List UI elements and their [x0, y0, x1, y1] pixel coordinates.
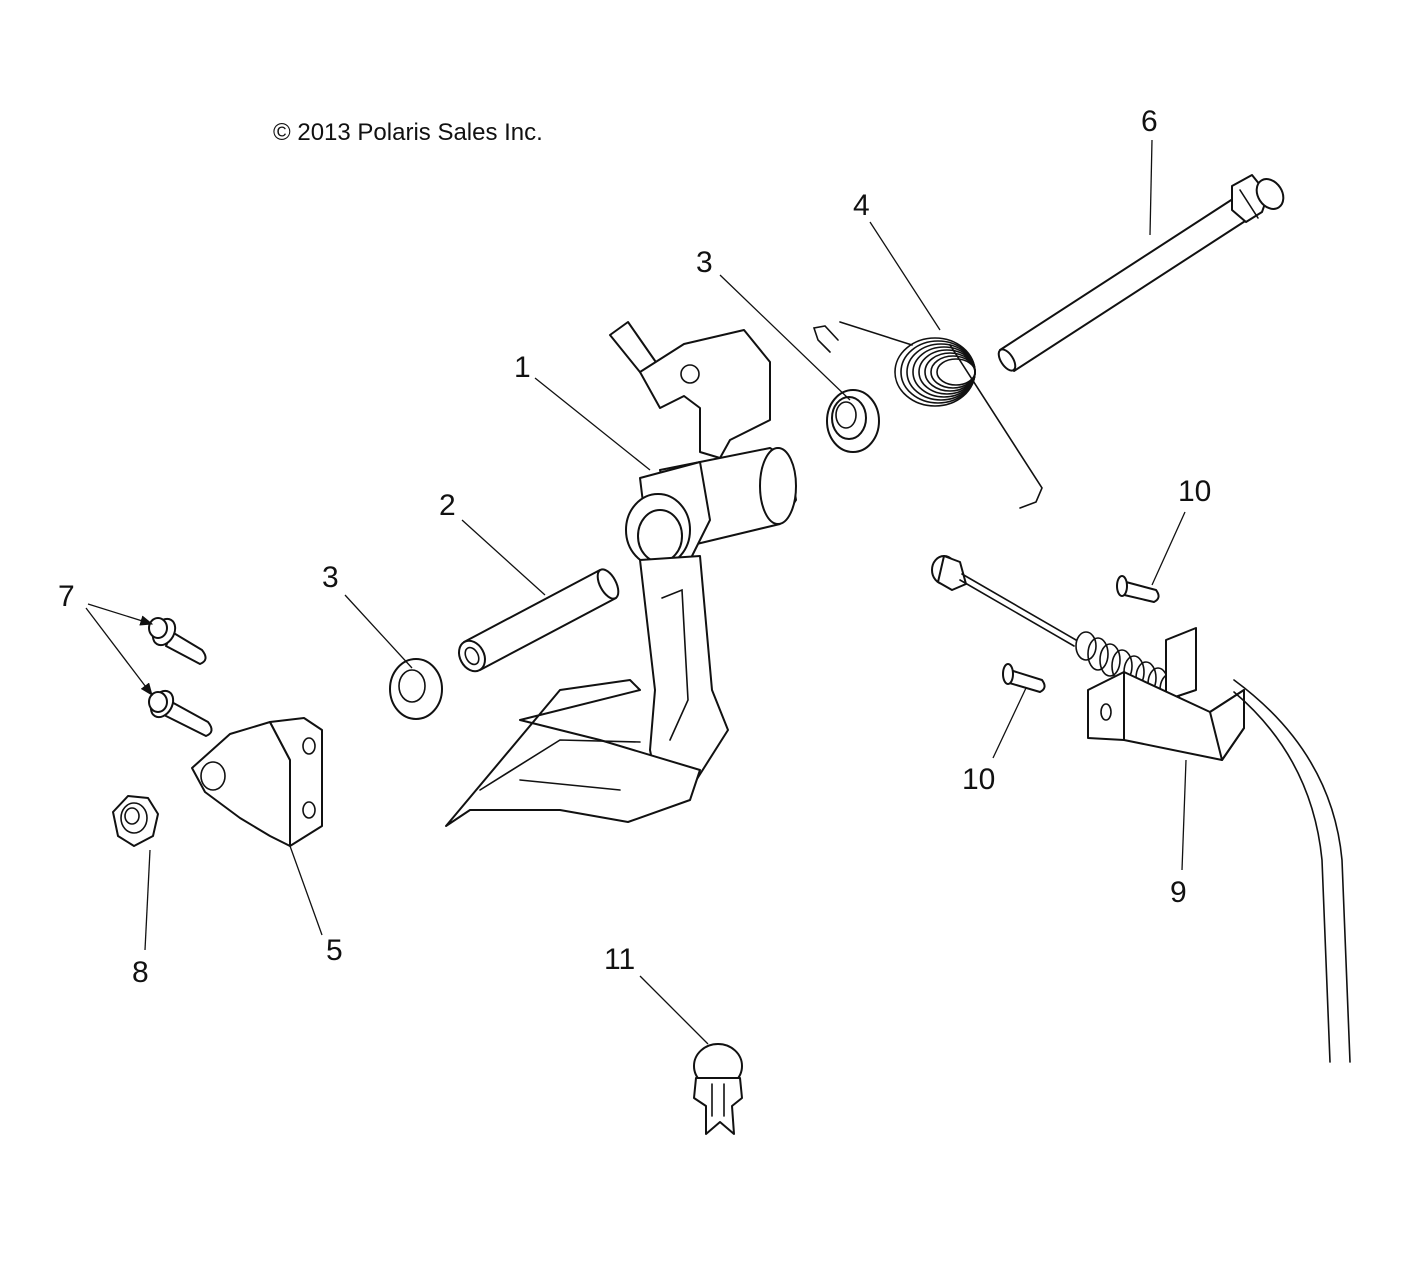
part-5-bracket: [191, 717, 323, 847]
callout-11: 11: [604, 943, 635, 976]
callout-5: 5: [326, 934, 343, 967]
part-9-cable-assembly: [931, 555, 1351, 1063]
leader-lines: [85, 139, 1187, 1045]
callout-3-upper: 3: [696, 246, 713, 279]
callout-2: 2: [439, 489, 456, 522]
part-4-torsion-spring: [812, 321, 1043, 509]
copyright-text: © 2013 Polaris Sales Inc.: [273, 119, 543, 146]
callout-1: 1: [514, 351, 531, 384]
part-10-pin-upper: [1116, 575, 1160, 603]
part-8-nut: [112, 795, 159, 847]
part-6-bolt: [997, 174, 1285, 372]
part-3-bushing-lower: [389, 658, 443, 720]
part-1-pedal-arm: [445, 321, 797, 827]
callout-3-lower: 3: [322, 561, 339, 594]
callout-10-upper: 10: [1178, 475, 1211, 508]
part-3-bushing-upper: [826, 389, 880, 453]
callout-9: 9: [1170, 876, 1187, 909]
callout-8: 8: [132, 956, 149, 989]
part-7-flange-bolt-lower: [148, 689, 213, 737]
callout-10-lower: 10: [962, 763, 995, 796]
callout-7: 7: [58, 580, 75, 613]
part-2-pin: [458, 568, 620, 673]
part-7-flange-bolt-upper: [148, 617, 207, 665]
part-10-pin-lower: [1002, 663, 1046, 693]
callout-6: 6: [1141, 105, 1158, 138]
callout-labels: 1 2 3 3 4 5 6 7 8 9 10 10 11: [58, 105, 1211, 989]
part-11-clip: [693, 1043, 743, 1135]
callout-4: 4: [853, 189, 870, 222]
